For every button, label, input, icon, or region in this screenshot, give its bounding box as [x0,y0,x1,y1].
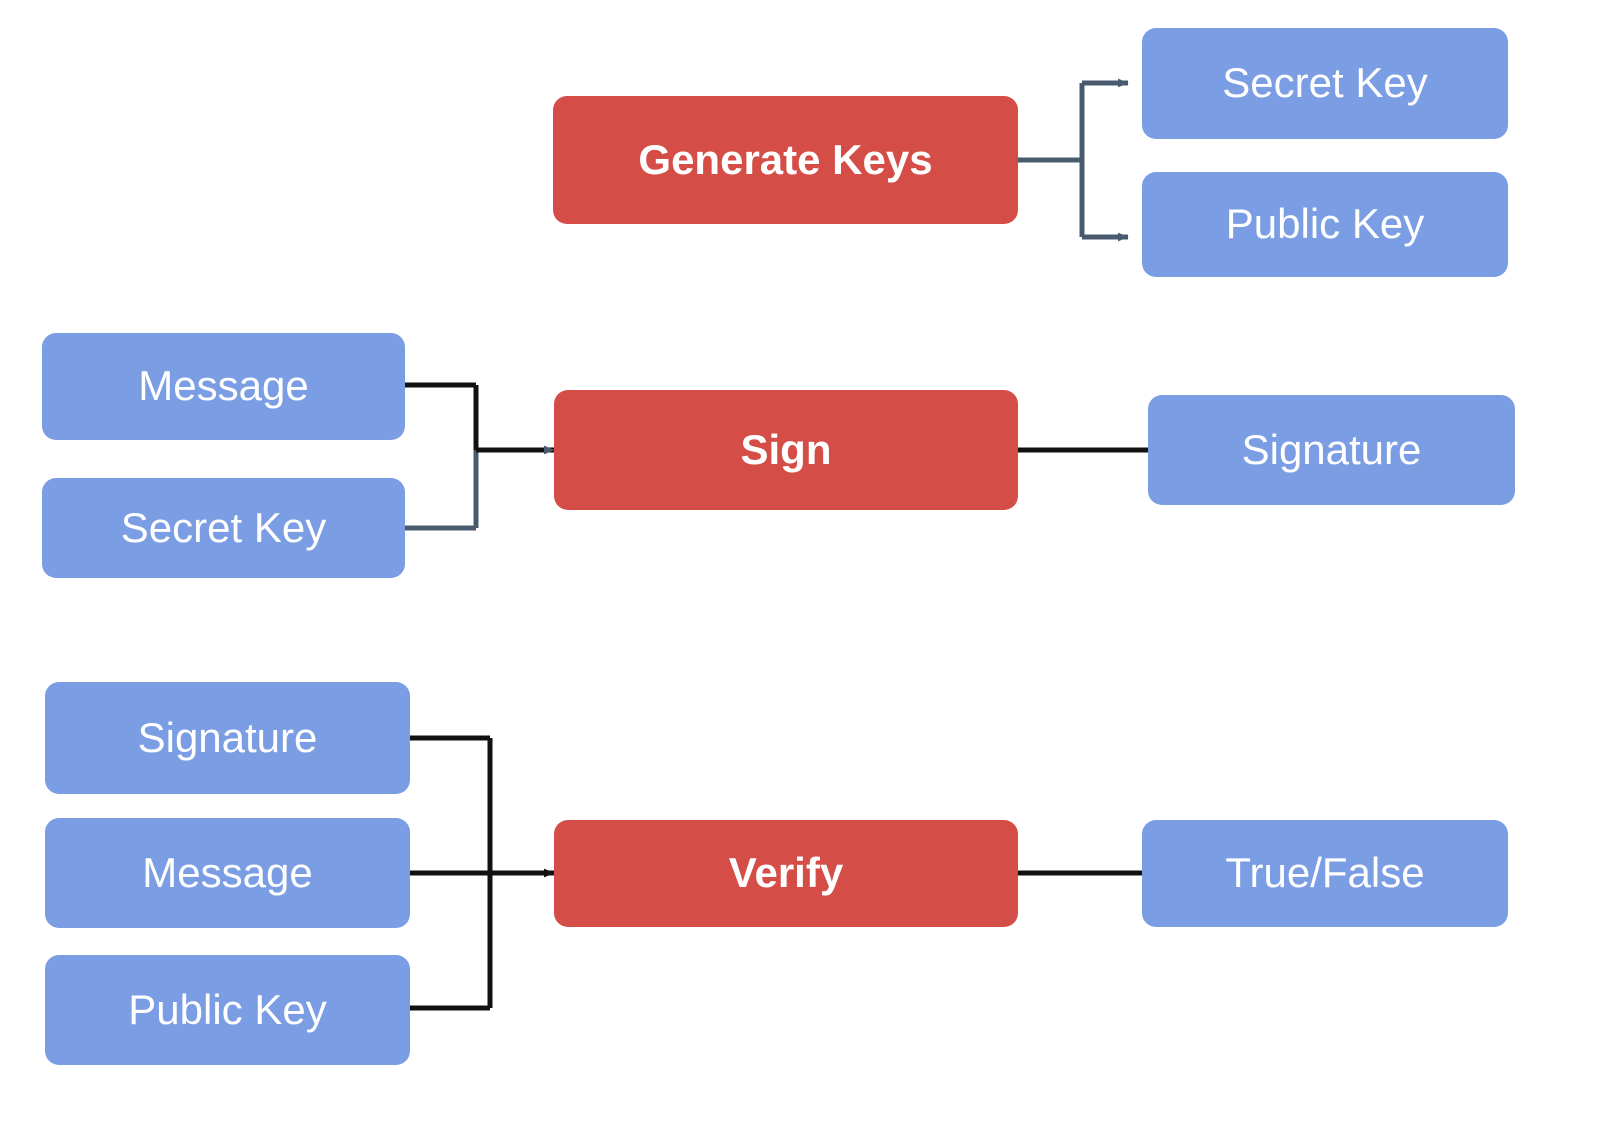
node-signature-output[interactable]: Signature [1148,395,1515,505]
node-signature-output-label: Signature [1241,425,1422,473]
node-true-false-output[interactable]: True/False [1142,820,1508,927]
node-secret-key-output-label: Secret Key [1222,59,1428,107]
connector-sign-inputs [405,382,555,531]
node-generate-keys[interactable]: Generate Keys [553,96,1018,224]
connector-verify-inputs [410,735,555,1011]
node-sign-input-message[interactable]: Message [42,333,405,440]
node-verify-operation-label: Verify [728,849,844,897]
node-sign-operation[interactable]: Sign [554,390,1018,510]
node-verify-input-signature[interactable]: Signature [45,682,410,794]
node-public-key-output-label: Public Key [1225,200,1425,248]
node-verify-operation[interactable]: Verify [554,820,1018,927]
node-public-key-output[interactable]: Public Key [1142,172,1508,277]
node-sign-input-secret-key[interactable]: Secret Key [42,478,405,578]
node-verify-input-message-label: Message [142,848,313,896]
node-sign-operation-label: Sign [740,425,832,473]
node-sign-input-message-label: Message [138,362,309,410]
node-verify-input-message[interactable]: Message [45,818,410,928]
node-verify-input-public-key[interactable]: Public Key [45,955,410,1065]
node-generate-keys-label: Generate Keys [638,135,933,183]
node-verify-input-signature-label: Signature [137,713,318,761]
node-secret-key-output[interactable]: Secret Key [1142,28,1508,139]
connector-generate-keys-to-keys [1018,78,1129,242]
node-true-false-output-label: True/False [1225,849,1425,897]
node-verify-input-public-key-label: Public Key [128,985,327,1033]
node-sign-input-secret-key-label: Secret Key [120,503,327,551]
